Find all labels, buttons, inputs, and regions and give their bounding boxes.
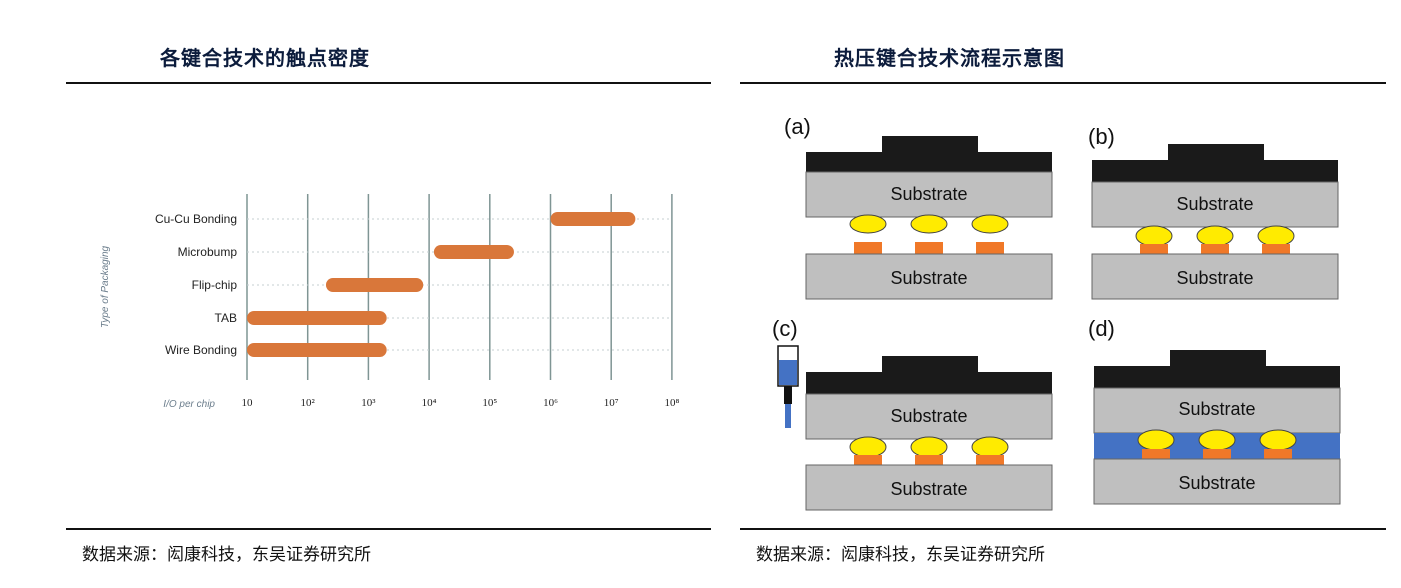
category-label-0: Cu-Cu Bonding xyxy=(155,212,237,226)
x-tick-label-0: 10 xyxy=(242,397,254,409)
solder-bump-d1 xyxy=(1137,429,1175,451)
solder-bump-c3 xyxy=(971,436,1009,458)
substrate-lower-d xyxy=(1093,458,1341,505)
substrate-upper-d-label: Substrate xyxy=(1178,399,1255,419)
die-bump-c xyxy=(882,356,978,374)
panel-label-d: (d) xyxy=(1088,316,1115,341)
tcb-process-diagram: (a) Substrate Substrate (b) Substrate Su… xyxy=(772,114,1341,511)
category-label-2: Flip-chip xyxy=(192,278,238,292)
right-top-rule xyxy=(740,82,1386,84)
x-tick-label-5: 10⁶ xyxy=(543,397,558,409)
pad-b1 xyxy=(1140,244,1168,254)
step-c: (c) Substrate Substrate xyxy=(772,316,1053,511)
pad-b2 xyxy=(1201,244,1229,254)
right-source-note: 数据来源：闳康科技，东吴证券研究所 xyxy=(756,545,1045,565)
x-tick-label-2: 10³ xyxy=(361,397,376,409)
chart-tick-labels: 10 10² 10³ 10⁴ 10⁵ 10⁶ 10⁷ 10⁸ xyxy=(242,397,680,409)
pad-c3 xyxy=(976,455,1004,465)
substrate-upper-c xyxy=(805,393,1053,440)
substrate-lower-a xyxy=(805,253,1053,300)
solder-bump-c2 xyxy=(910,436,948,458)
right-panel: 热压键合技术流程示意图 数据来源：闳康科技，东吴证券研究所 xyxy=(740,0,1386,588)
pad-d3 xyxy=(1264,449,1292,459)
left-top-rule xyxy=(66,82,711,84)
left-panel-title: 各键合技术的触点密度 xyxy=(160,46,370,70)
right-panel-title: 热压键合技术流程示意图 xyxy=(834,46,1065,70)
pad-b3 xyxy=(1262,244,1290,254)
solder-bump-b2 xyxy=(1196,225,1234,247)
die-bump-b xyxy=(1168,144,1264,162)
x-tick-label-1: 10² xyxy=(301,397,316,409)
substrate-upper-b xyxy=(1091,181,1339,228)
die-bump-a xyxy=(882,136,978,154)
die-top-d xyxy=(1094,366,1340,388)
pad-a1 xyxy=(854,242,882,254)
chart-grid xyxy=(246,194,673,380)
x-tick-label-4: 10⁵ xyxy=(482,397,497,409)
category-label-4: Wire Bonding xyxy=(165,343,237,357)
category-label-3: TAB xyxy=(215,311,237,325)
dispenser-icon xyxy=(777,345,799,428)
range-bar-2 xyxy=(325,278,424,292)
x-tick-label-6: 10⁷ xyxy=(604,397,619,409)
solder-bump-c1 xyxy=(849,436,887,458)
pad-d2 xyxy=(1203,449,1231,459)
substrate-upper-a xyxy=(805,171,1053,218)
left-panel: 各键合技术的触点密度 数据来源：闳康科技，东吴证券研究所 xyxy=(66,0,711,588)
substrate-upper-b-label: Substrate xyxy=(1176,194,1253,214)
die-top-b xyxy=(1092,160,1338,182)
solder-bump-a2 xyxy=(910,214,948,234)
substrate-lower-c xyxy=(805,464,1053,511)
left-bottom-rule xyxy=(66,528,711,530)
step-d: (d) Substrate Substrate xyxy=(1088,316,1341,505)
substrate-upper-a-label: Substrate xyxy=(890,184,967,204)
solder-bump-a3 xyxy=(971,214,1009,234)
panel-label-a: (a) xyxy=(784,114,811,139)
range-bar-3 xyxy=(247,311,387,325)
die-top-a xyxy=(806,152,1052,172)
substrate-lower-d-label: Substrate xyxy=(1178,473,1255,493)
range-bar-1 xyxy=(433,245,514,259)
step-a: (a) Substrate Substrate xyxy=(784,114,1053,300)
chart-guides xyxy=(247,218,672,351)
chart-bars xyxy=(247,212,636,357)
x-tick-label-7: 10⁸ xyxy=(664,397,679,409)
solder-bump-b1 xyxy=(1135,225,1173,247)
solder-bump-d3 xyxy=(1259,429,1297,451)
step-b: (b) Substrate Substrate xyxy=(1088,124,1339,300)
pad-c1 xyxy=(854,455,882,465)
substrate-lower-b xyxy=(1091,253,1339,300)
chart-y-axis-label: Type of Packaging xyxy=(100,245,111,328)
pad-a3 xyxy=(976,242,1004,254)
left-source-note: 数据来源：闳康科技，东吴证券研究所 xyxy=(82,545,371,565)
x-tick-label-3: 10⁴ xyxy=(422,397,437,409)
pad-c2 xyxy=(915,455,943,465)
chart-x-axis-label: I/O per chip xyxy=(163,399,215,410)
substrate-upper-c-label: Substrate xyxy=(890,406,967,426)
range-bar-4 xyxy=(247,343,387,357)
panel-label-c: (c) xyxy=(772,316,798,341)
category-label-1: Microbump xyxy=(178,245,238,259)
pad-a2 xyxy=(915,242,943,254)
panel-label-b: (b) xyxy=(1088,124,1115,149)
substrate-lower-a-label: Substrate xyxy=(890,268,967,288)
range-bar-0 xyxy=(550,212,636,226)
substrate-upper-d xyxy=(1093,387,1341,434)
solder-bump-b3 xyxy=(1257,225,1295,247)
substrate-lower-b-label: Substrate xyxy=(1176,268,1253,288)
die-top-c xyxy=(806,372,1052,394)
solder-bump-d2 xyxy=(1198,429,1236,451)
pad-d1 xyxy=(1142,449,1170,459)
die-bump-d xyxy=(1170,350,1266,368)
substrate-lower-c-label: Substrate xyxy=(890,479,967,499)
solder-bump-a1 xyxy=(849,214,887,234)
right-bottom-rule xyxy=(740,528,1386,530)
